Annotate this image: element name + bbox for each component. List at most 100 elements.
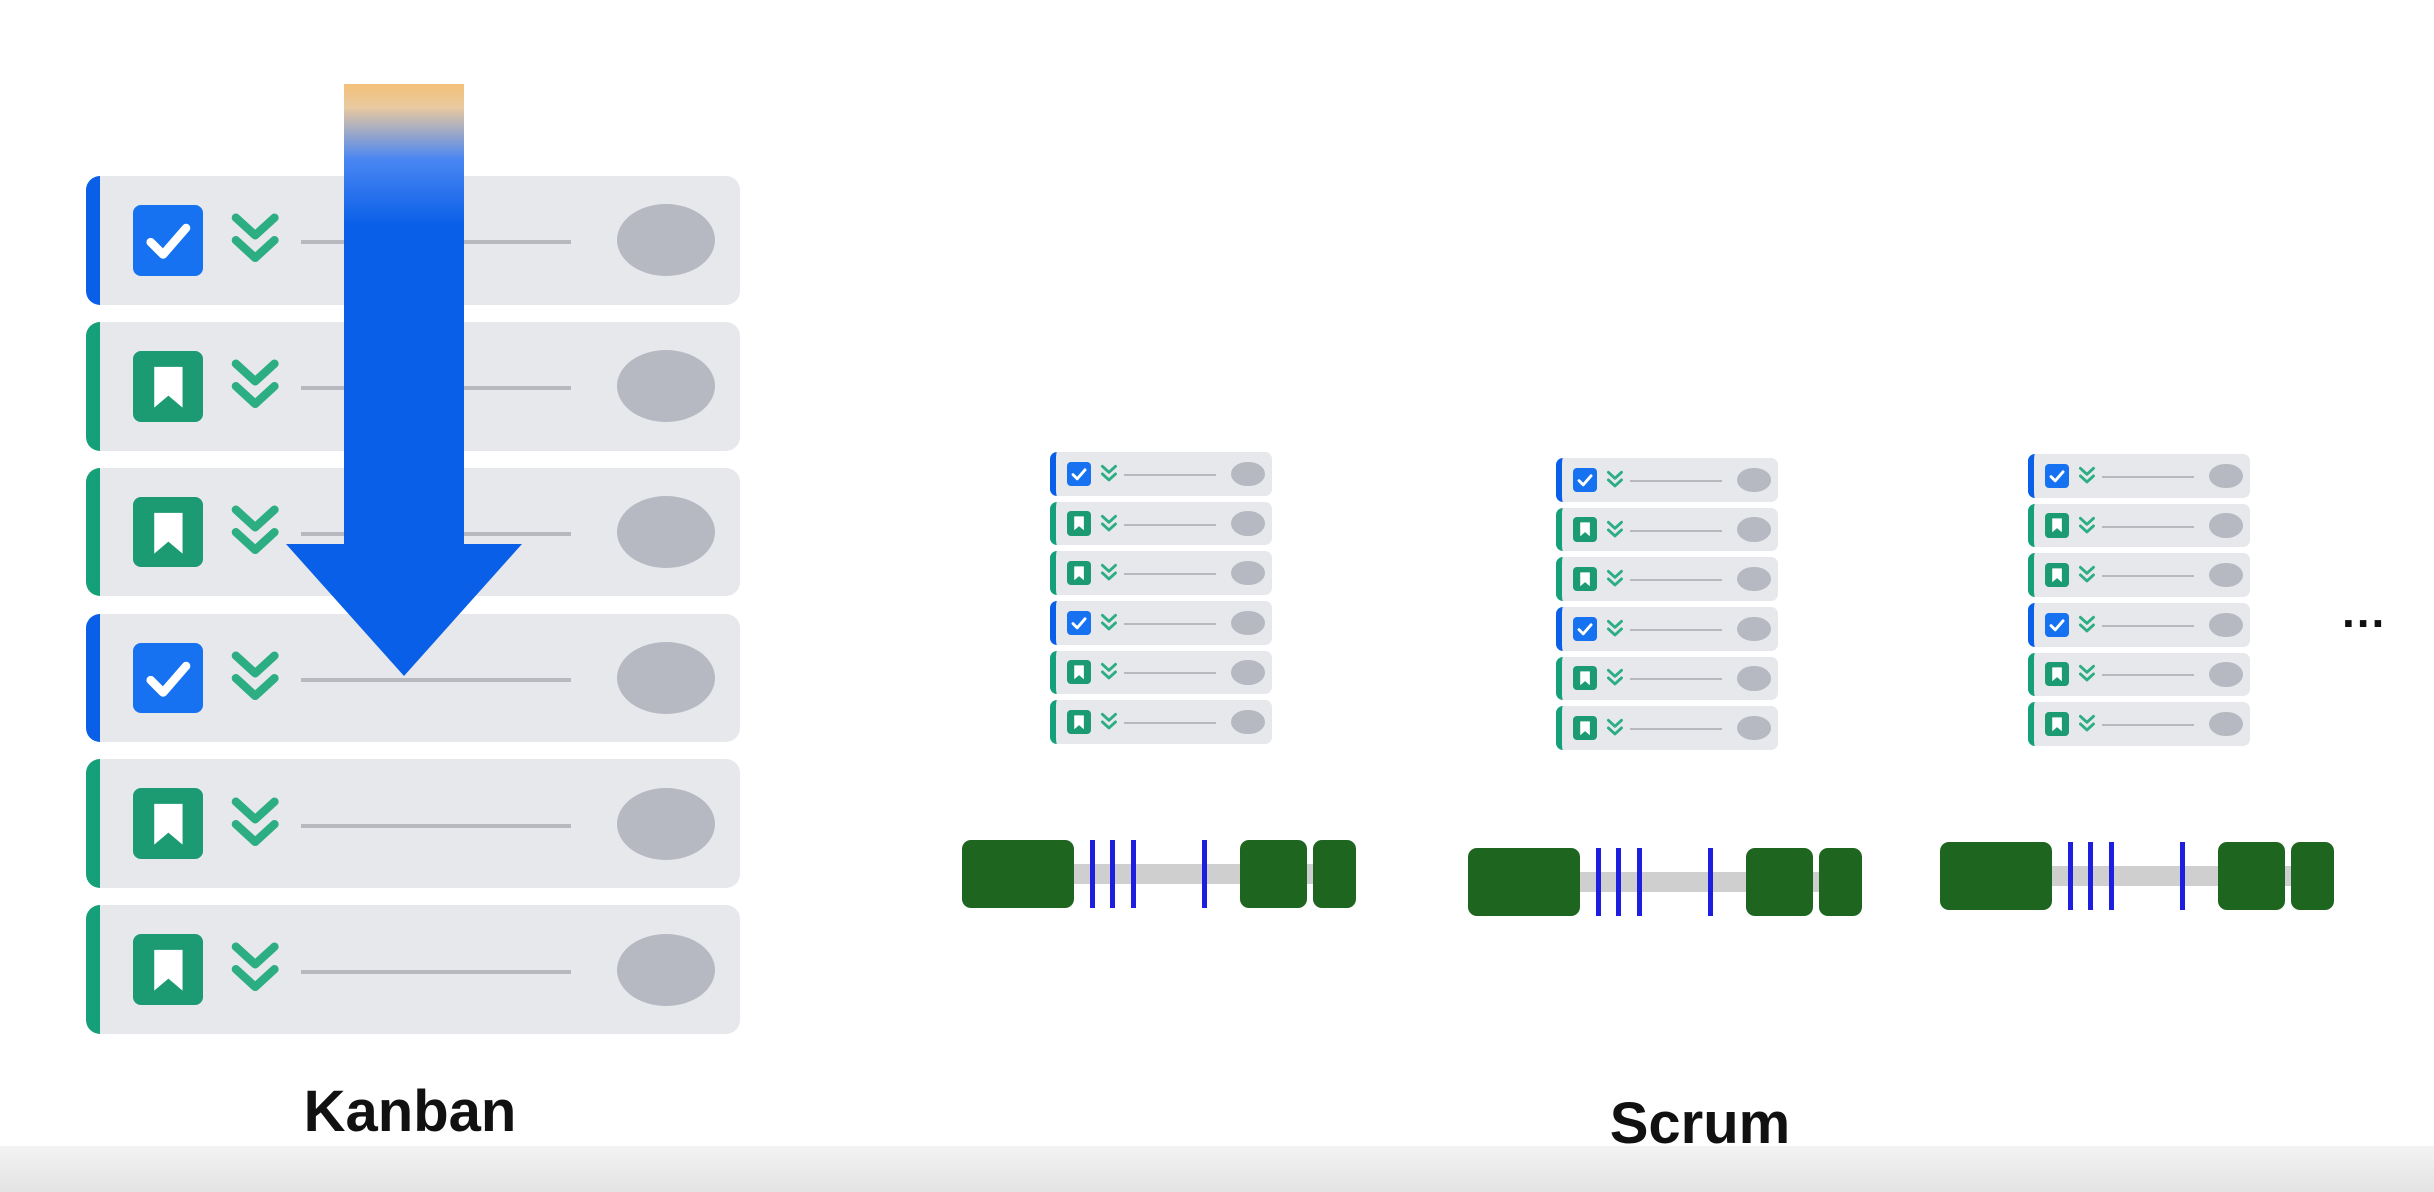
sprint-block [1312,840,1356,908]
avatar-placeholder [1231,461,1265,487]
title-placeholder-line [2102,624,2194,627]
title-placeholder-line [1124,722,1216,725]
chevron-down-icon [223,208,287,272]
backlog-item [86,905,740,1034]
avatar-placeholder [2209,662,2243,687]
avatar-placeholder [616,204,715,277]
checkbox-icon [1067,461,1092,486]
chevron-down-icon [1604,519,1626,541]
backlog-item [2028,702,2250,746]
chevron-down-icon [1098,661,1120,683]
backlog-item [1050,501,1272,546]
bookmark-icon [1573,666,1598,691]
checkbox-icon [1573,616,1598,641]
bookmark-icon [1067,561,1092,586]
chevron-down-icon [1604,568,1626,590]
avatar-placeholder [1231,511,1265,536]
backlog-item [2028,652,2250,697]
timeline-tick [1708,848,1714,916]
backlog-item [1556,606,1778,651]
chevron-down-icon [1098,612,1120,634]
bookmark-icon [1067,660,1092,685]
bookmark-icon [132,934,204,1006]
backlog-item [1050,551,1272,596]
title-placeholder-line [1124,523,1216,526]
chevron-down-icon [1098,463,1120,485]
title-placeholder-line [1630,579,1722,582]
chevron-down-icon [223,937,287,1001]
avatar-placeholder [616,787,715,860]
timeline-tick [2180,842,2186,910]
title-placeholder-line [2102,724,2194,727]
avatar-placeholder [1231,610,1265,636]
chevron-down-icon [1604,717,1626,739]
checkbox-icon [132,642,204,714]
title-placeholder-line [1124,672,1216,675]
chevron-down-icon [1098,562,1120,584]
bookmark-icon [132,496,204,568]
chevron-down-icon [223,500,287,564]
sprint-block [1239,840,1307,908]
avatar-placeholder [616,641,715,714]
bookmark-icon [1573,567,1598,592]
backlog-item [1556,706,1778,750]
sprint-backlog [1556,458,1778,750]
bookmark-icon [2045,513,2070,538]
chevron-down-icon [223,792,287,856]
avatar-placeholder [2209,562,2243,588]
avatar-placeholder [2209,612,2243,638]
avatar-placeholder [1737,566,1771,592]
title-placeholder-line [300,969,571,974]
sprint-timeline [1940,842,2334,910]
bookmark-icon [1573,716,1598,741]
checkbox-icon [1067,610,1092,635]
backlog-item [1556,656,1778,701]
timeline-tick [1637,848,1643,916]
backlog-item [1050,650,1272,695]
avatar-placeholder [616,496,715,569]
backlog-item [1556,458,1778,502]
timeline-tick [1202,840,1208,908]
avatar-placeholder [2209,463,2243,489]
bookmark-icon [2045,662,2070,687]
chevron-down-icon [2076,614,2098,636]
bookmark-icon [2045,563,2070,588]
checkbox-icon [1573,467,1598,492]
checkbox-icon [2045,463,2070,488]
backlog-item [1050,700,1272,744]
timeline-tick [1109,840,1115,908]
title-placeholder-line [1124,473,1216,476]
chevron-down-icon [1604,618,1626,640]
timeline-tick [1596,848,1602,916]
backlog-item [2028,553,2250,598]
bookmark-icon [1573,517,1598,542]
title-placeholder-line [2102,475,2194,478]
title-placeholder-line [1630,678,1722,681]
bookmark-icon [132,350,204,422]
sprint-timeline [1468,848,1862,916]
backlog-item [1556,557,1778,602]
backlog-item [1050,452,1272,496]
sprint-block [1818,848,1862,916]
sprint-block [962,840,1075,908]
avatar-placeholder [2209,513,2243,538]
avatar-placeholder [1737,715,1771,741]
bookmark-icon [1067,710,1092,735]
chevron-down-icon [2076,465,2098,487]
chevron-down-icon [1604,469,1626,491]
sprint-block [1745,848,1813,916]
title-placeholder-line [1124,573,1216,576]
bookmark-icon [132,788,204,860]
chevron-down-icon [1098,513,1120,535]
timeline-tick [2109,842,2115,910]
title-placeholder-line [1630,728,1722,731]
sprint-block [1468,848,1581,916]
avatar-placeholder [616,933,715,1006]
kanban-label: Kanban [303,1079,517,1144]
sprint-backlog [1050,452,1272,744]
title-placeholder-line [2102,674,2194,677]
avatar-placeholder [1737,666,1771,691]
backlog-item [2028,503,2250,548]
bottom-bar [0,1146,2434,1192]
bookmark-icon [1067,511,1092,536]
